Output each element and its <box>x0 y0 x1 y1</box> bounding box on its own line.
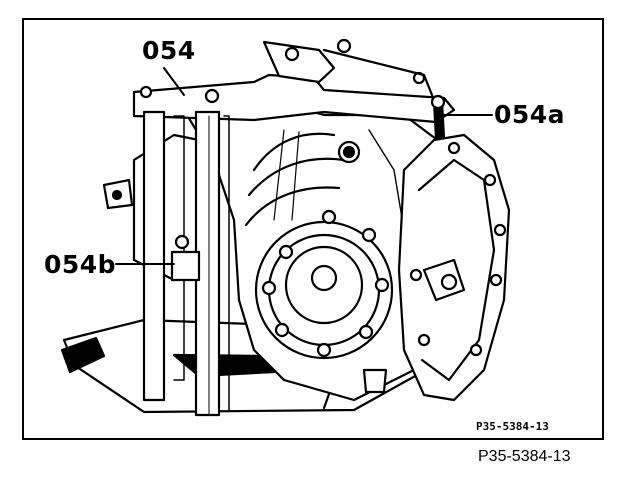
support-leg <box>170 250 201 282</box>
leader-054 <box>163 67 185 96</box>
diagram-frame: 054 054a 054b P35-5384-13 <box>22 18 604 440</box>
gearbox-illustration <box>60 38 511 417</box>
callout-054a: 054a <box>494 100 566 129</box>
drive-flange <box>254 209 394 360</box>
callout-054: 054 <box>142 36 196 65</box>
support-rail-front <box>194 110 221 417</box>
support-rail-rear <box>142 110 166 402</box>
drain-plug <box>362 368 388 394</box>
figure-code-outer: P35-5384-13 <box>478 448 571 465</box>
fixture-top-bracket <box>132 73 456 124</box>
callout-054b: 054b <box>44 250 117 279</box>
base-plate-foot-left <box>60 336 106 374</box>
figure-code-inner: P35-5384-13 <box>476 420 549 433</box>
